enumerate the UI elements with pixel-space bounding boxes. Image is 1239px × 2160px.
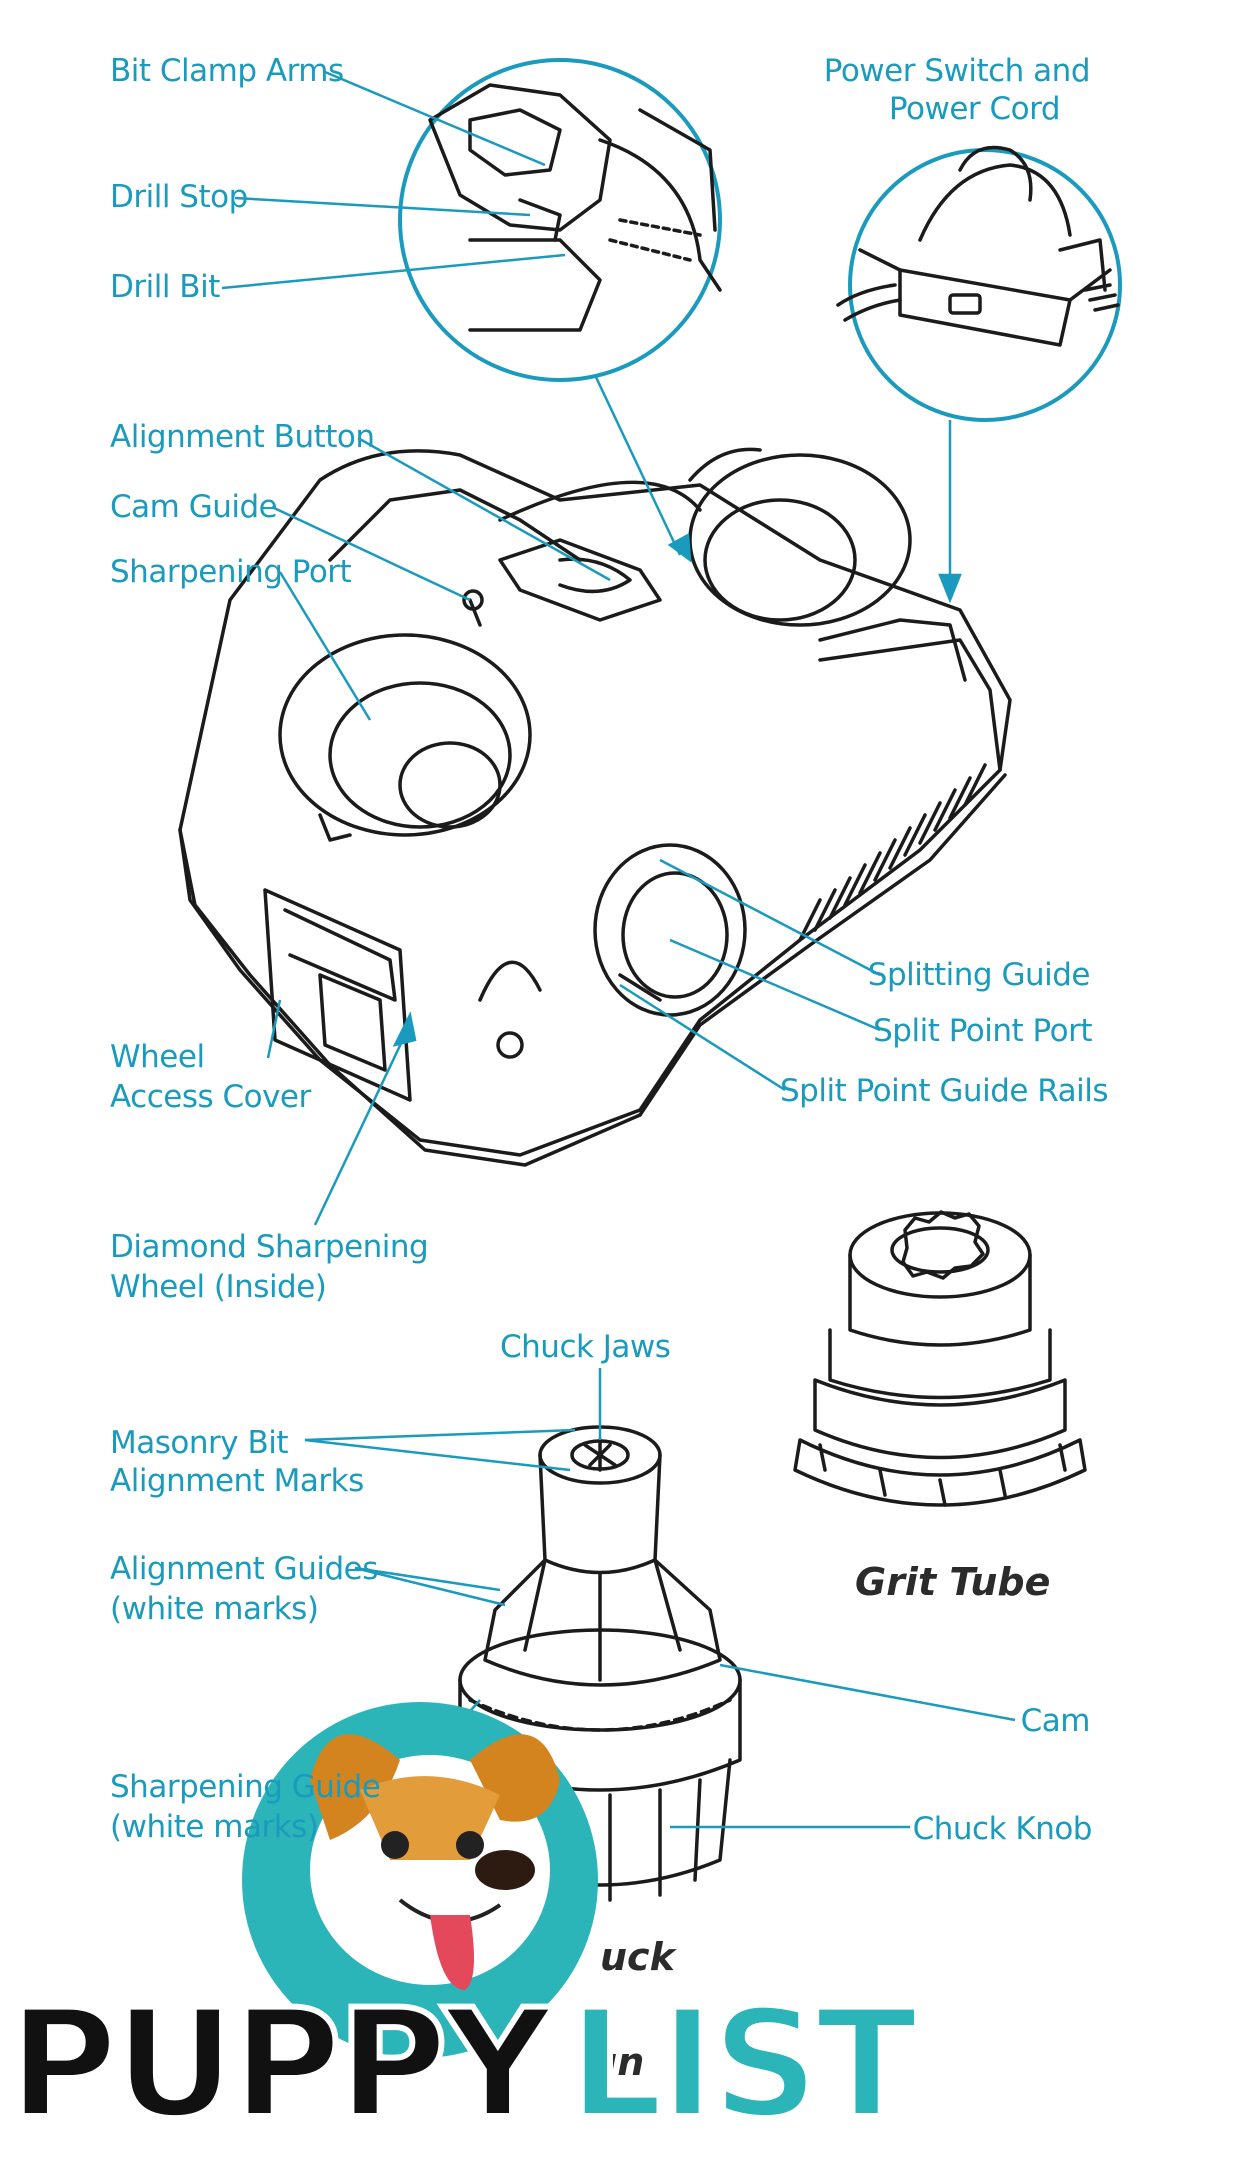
label-wheel-access-line1: Wheel — [110, 1039, 205, 1075]
label-alignment-guides-line1: Alignment Guides — [110, 1551, 378, 1587]
label-diamond-wheel-line1: Diamond Sharpening — [110, 1229, 429, 1265]
grit-tube-drawing — [793, 1210, 1087, 1507]
label-splitting-guide: Splitting Guide — [867, 957, 1091, 993]
label-split-point-guide-rails: Split Point Guide Rails — [780, 1073, 1109, 1109]
label-power-switch-line2: Power Cord — [888, 91, 1061, 127]
watermark-part2: LIST — [565, 1978, 921, 2152]
caption-grit-tube: Grit Tube — [855, 1560, 1051, 1604]
label-alignment-button: Alignment Button — [110, 419, 375, 455]
main-body — [178, 447, 1012, 1167]
watermark-part1: PUPPY — [5, 1978, 555, 2152]
clamp-detail-circle — [398, 58, 722, 382]
caption-chuck-partial-2: gn — [590, 2040, 645, 2084]
label-masonry-line2: Alignment Marks — [110, 1463, 364, 1499]
label-drill-stop: Drill Stop — [110, 179, 248, 215]
label-sharpening-guide-line2: (white marks) — [110, 1809, 319, 1845]
label-alignment-guides-line2: (white marks) — [110, 1591, 319, 1627]
label-chuck-knob: Chuck Knob — [912, 1811, 1093, 1847]
label-cam: Cam — [1020, 1703, 1091, 1739]
leader-lines — [221, 70, 1016, 1829]
label-split-point-port: Split Point Port — [873, 1013, 1092, 1049]
label-power-switch-line1: Power Switch and — [823, 53, 1091, 89]
power-switch-detail-circle — [836, 145, 1122, 422]
label-diamond-wheel-line2: Wheel (Inside) — [110, 1269, 327, 1305]
puppylist-watermark: PUPPY LIST — [5, 1978, 1233, 2152]
label-drill-bit: Drill Bit — [110, 269, 220, 305]
label-sharpening-port: Sharpening Port — [110, 554, 352, 590]
label-chuck-jaws: Chuck Jaws — [500, 1329, 671, 1365]
label-masonry-line1: Masonry Bit — [110, 1425, 289, 1461]
label-wheel-access-line2: Access Cover — [110, 1079, 311, 1115]
label-sharpening-guide-line1: Sharpening Guide — [110, 1769, 381, 1805]
label-cam-guide: Cam Guide — [110, 489, 278, 525]
caption-chuck-partial: uck — [600, 1935, 675, 1979]
puppylist-logo-badge — [242, 1702, 598, 2058]
label-bit-clamp-arms: Bit Clamp Arms — [110, 53, 344, 89]
